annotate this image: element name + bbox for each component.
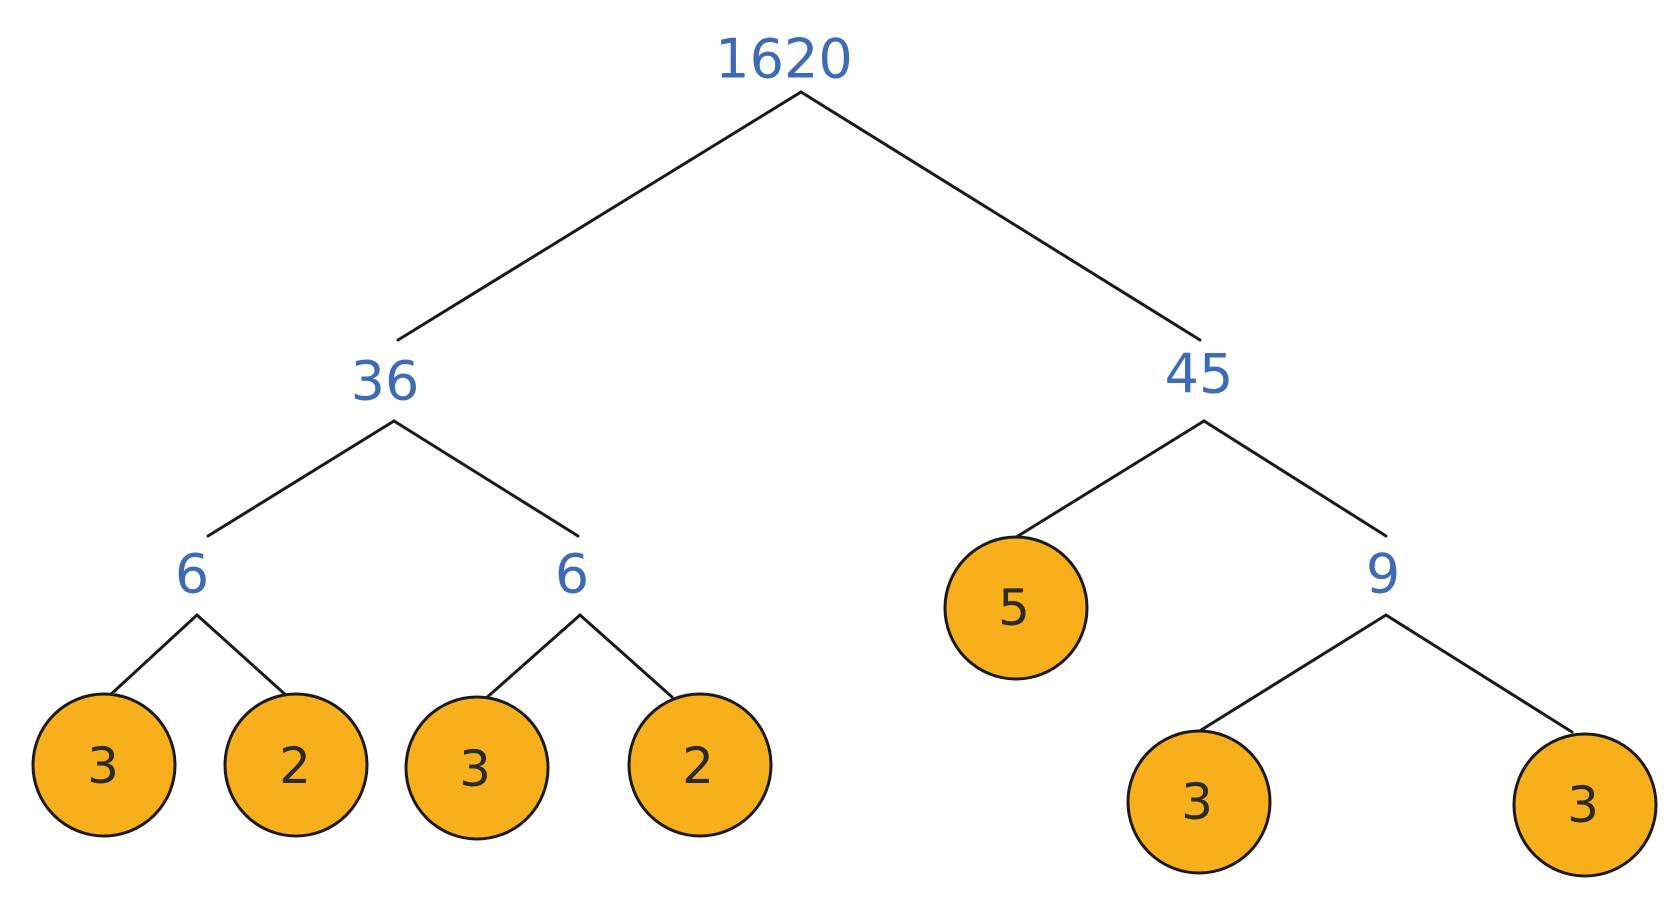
prime-label: 2 xyxy=(279,737,311,795)
edge-6a-3 xyxy=(106,613,199,699)
prime-circle xyxy=(404,695,550,841)
prime-leaf-2-a: 2 xyxy=(223,692,369,838)
prime-circle xyxy=(1512,732,1658,878)
edge-6a-2 xyxy=(195,613,290,699)
prime-leaf-3-d: 3 xyxy=(1512,732,1658,878)
prime-label: 3 xyxy=(1567,776,1599,834)
node-6-left: 6 xyxy=(175,543,209,606)
edge-36-6a xyxy=(206,419,396,538)
node-36: 36 xyxy=(351,350,420,413)
prime-label: 2 xyxy=(682,737,714,795)
edge-9-3b xyxy=(1384,613,1574,734)
tree-edges xyxy=(106,90,1574,734)
prime-leaf-5: 5 xyxy=(943,535,1089,681)
prime-circle xyxy=(1126,729,1272,875)
prime-leaf-3-b: 3 xyxy=(404,695,550,841)
prime-label: 3 xyxy=(87,737,119,795)
node-9: 9 xyxy=(1366,543,1400,606)
edge-1620-45 xyxy=(799,90,1202,342)
prime-label: 3 xyxy=(1181,773,1213,831)
prime-circle xyxy=(31,692,177,838)
prime-label: 3 xyxy=(459,740,491,798)
prime-circle xyxy=(223,692,369,838)
prime-label: 5 xyxy=(998,579,1030,637)
node-45: 45 xyxy=(1165,343,1234,406)
prime-circle xyxy=(627,692,773,838)
prime-leaf-2-b: 2 xyxy=(627,692,773,838)
edge-1620-36 xyxy=(396,90,803,342)
edge-45-5 xyxy=(1016,419,1206,538)
node-6-right: 6 xyxy=(555,543,589,606)
edge-45-9 xyxy=(1202,419,1388,538)
node-root-1620: 1620 xyxy=(715,28,852,91)
prime-leaf-3-c: 3 xyxy=(1126,729,1272,875)
prime-circle xyxy=(943,535,1089,681)
edge-6b-2 xyxy=(578,613,674,699)
prime-leaf-3-a: 3 xyxy=(31,692,177,838)
edge-9-3a xyxy=(1196,613,1388,734)
edge-6b-3 xyxy=(482,613,582,702)
edge-36-6b xyxy=(392,419,580,538)
